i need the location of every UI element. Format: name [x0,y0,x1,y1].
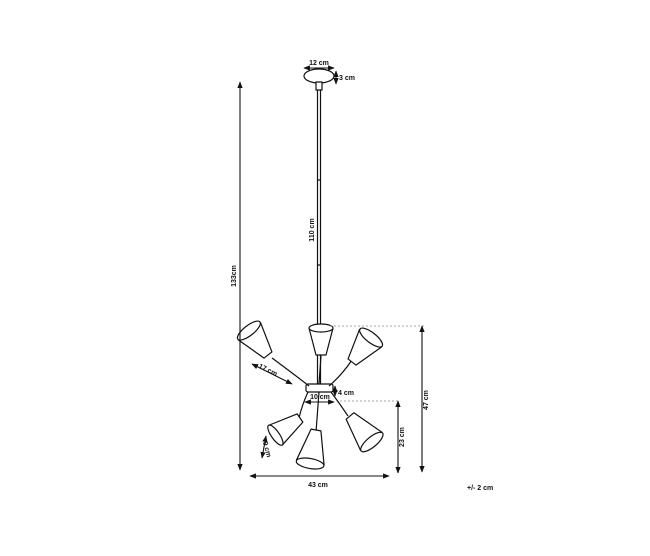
shade-lower-center [295,428,325,470]
lamp-arms [271,355,353,433]
label-hub-height: 4 cm [338,390,354,397]
label-canopy-width: 12 cm [309,60,329,67]
label-arm-length: 17 cm [257,363,278,378]
dimension-hub-height: 4 cm [332,385,354,397]
shade-lower-left [267,413,304,446]
dimension-total-width: 43 cm [249,473,390,489]
ceiling-canopy [303,68,335,91]
dimension-lower-drop: 23 cm [340,400,406,474]
dimension-arm-length: 17 cm [251,363,293,385]
label-shade-diameter: 9 cm [261,441,272,458]
shade-lower-right [345,412,384,453]
dimension-hub-width: 10 cm [304,394,335,405]
dimension-total-height: 133cm [231,81,243,471]
dimension-shade-diameter: 9 cm [260,435,272,459]
dimension-body-height: 47 cm [330,325,430,473]
shade-upper-center [308,323,334,356]
dimension-canopy-height: 3 cm [333,70,355,85]
shade-upper-left [236,320,273,359]
label-lower-drop: 23 cm [399,427,406,447]
central-hub [305,383,334,393]
shade-upper-right [347,327,384,366]
label-rod-length: 110 cm [309,218,316,241]
tolerance-note: +/- 2 cm [467,485,493,492]
label-body-height: 47 cm [423,390,430,410]
label-hub-width: 10 cm [310,394,330,401]
dimension-canopy-width: 12 cm [303,60,335,71]
label-total-width: 43 cm [308,482,328,489]
label-total-height: 133cm [231,265,238,287]
label-canopy-height: 3 cm [339,75,355,82]
